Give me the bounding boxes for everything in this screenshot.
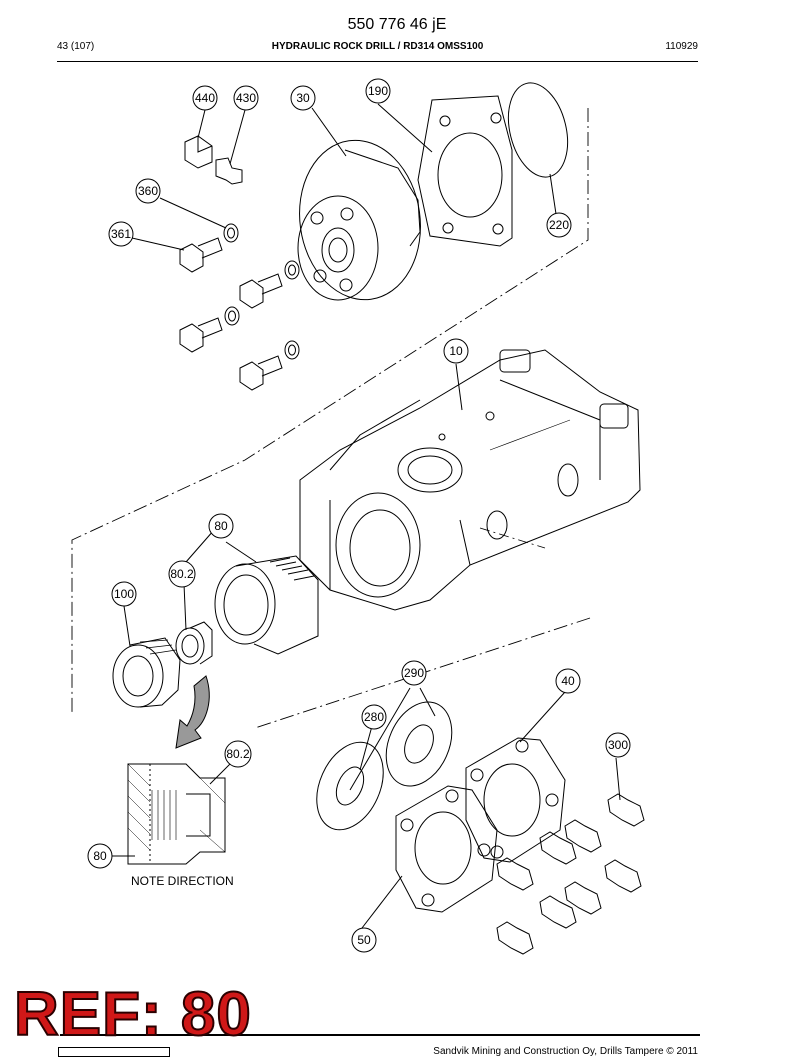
bolt-300 — [539, 831, 577, 865]
front-cover — [297, 139, 421, 301]
callout-280 — [361, 704, 387, 730]
callout-40-label: 40 — [561, 674, 575, 688]
note-direction: NOTE DIRECTION — [131, 874, 234, 888]
fitting-430 — [215, 157, 243, 185]
callout-50 — [351, 927, 377, 953]
callout-80-section — [87, 843, 113, 869]
callout-50-label: 50 — [357, 933, 371, 947]
callout-360 — [135, 178, 161, 204]
callout-190-label: 190 — [368, 84, 388, 98]
bolt-300 — [496, 921, 534, 955]
page-number: 43 (107) — [57, 41, 95, 52]
callout-360-label: 360 — [138, 184, 158, 198]
bolt-300 — [604, 859, 642, 893]
footer-copyright: Sandvik Mining and Construction Oy, Dril… — [433, 1046, 698, 1057]
bolt-300 — [607, 793, 645, 827]
ring — [175, 627, 205, 665]
gear-sleeve — [214, 555, 319, 655]
callout-80-2-label: 80.2 — [170, 567, 194, 581]
callout-80-2 — [168, 560, 196, 588]
callout-300-label: 300 — [608, 738, 628, 752]
callout-80-label: 80 — [214, 519, 228, 533]
direction-arrow — [175, 675, 210, 749]
callout-30-label: 30 — [296, 91, 310, 105]
seal-280 — [316, 741, 384, 831]
callout-100-label: 100 — [114, 587, 134, 601]
callout-10 — [443, 338, 469, 364]
callout-290 — [401, 660, 427, 686]
bolt-300 — [539, 895, 577, 929]
callout-30 — [290, 85, 316, 111]
callout-220 — [546, 212, 572, 238]
callout-100 — [111, 581, 137, 607]
callout-290-label: 290 — [404, 666, 424, 680]
callout-220-label: 220 — [549, 218, 569, 232]
callout-80 — [208, 513, 234, 539]
gasket-plate — [417, 95, 513, 247]
callout-361 — [108, 221, 134, 247]
callout-440 — [192, 85, 218, 111]
callout-430 — [233, 85, 259, 111]
callout-361-label: 361 — [111, 227, 131, 241]
callout-10-label: 10 — [449, 344, 463, 358]
callout-280-label: 280 — [364, 710, 384, 724]
bolt-300 — [564, 819, 602, 853]
callout-430-label: 430 — [236, 91, 256, 105]
callout-440-label: 440 — [195, 91, 215, 105]
callout-190 — [365, 78, 391, 104]
rear-cover-40 — [465, 737, 566, 863]
reference-stamp: REF: 80 — [13, 980, 252, 1049]
header-divider — [57, 61, 698, 62]
bolt-300 — [496, 857, 534, 891]
rear-cover-50 — [395, 785, 498, 913]
page-title: HYDRAULIC ROCK DRILL / RD314 OMSS100 — [271, 41, 484, 52]
section-view — [127, 763, 226, 865]
drill-housing — [299, 349, 641, 611]
footer-divider — [60, 1034, 700, 1036]
callout-40 — [555, 668, 581, 694]
bolt-300 — [564, 881, 602, 915]
o-ring — [507, 82, 569, 178]
callout-80-2-section — [224, 740, 252, 768]
seal-290 — [385, 701, 453, 787]
bolt — [239, 355, 283, 391]
fitting-440 — [184, 135, 213, 169]
spline-bushing — [112, 637, 181, 708]
document-number: 550 776 46 jE — [347, 16, 447, 33]
bolt — [179, 237, 223, 273]
document-code: 110929 — [665, 41, 698, 52]
bolt — [179, 317, 223, 353]
callout-80-2-section-label: 80.2 — [226, 747, 250, 761]
callout-80-section-label: 80 — [93, 849, 107, 863]
bolt — [239, 273, 283, 309]
callout-300 — [605, 732, 631, 758]
page-header: 43 (107) HYDRAULIC ROCK DRILL / RD314 OM… — [57, 41, 698, 55]
